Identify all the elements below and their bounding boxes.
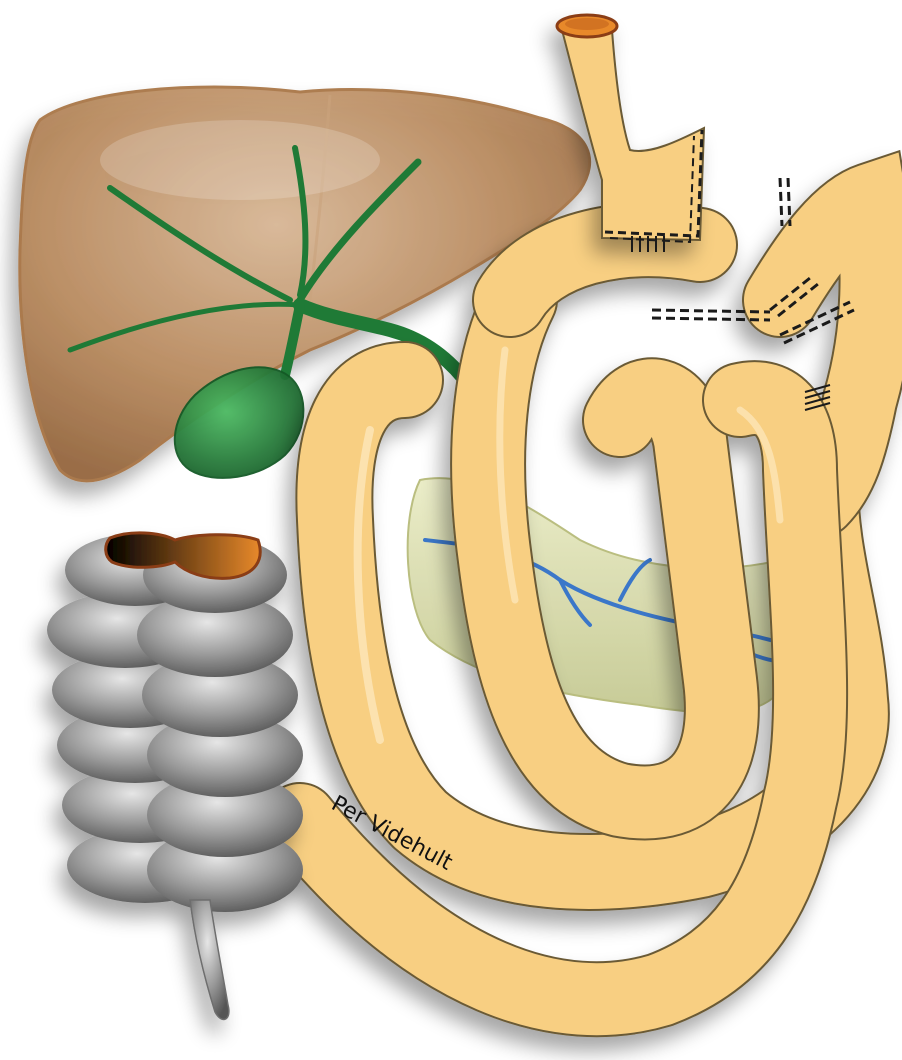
colon bbox=[47, 533, 303, 1020]
stomach-remnant bbox=[557, 15, 704, 242]
stomach-icon bbox=[562, 30, 704, 240]
colon-icon bbox=[47, 534, 303, 912]
appendix-icon bbox=[190, 900, 229, 1019]
